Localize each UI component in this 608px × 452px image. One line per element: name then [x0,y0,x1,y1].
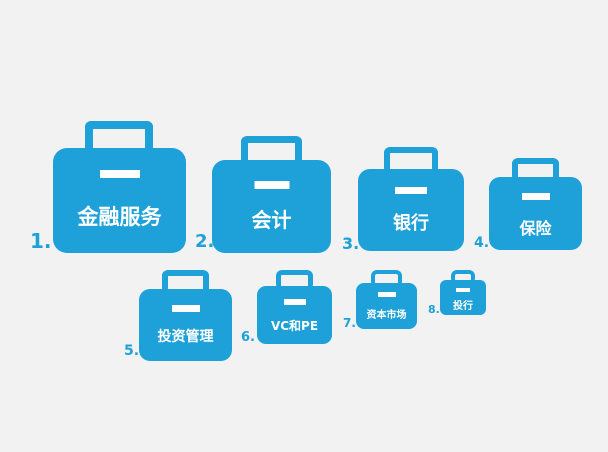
item-label: 保险 [519,219,552,238]
item-label: 资本市场 [366,310,407,321]
briefcase-clasp [254,181,289,189]
briefcase-body [212,160,331,253]
briefcase-icon-4: 保险 [489,158,582,250]
item-number: 3. [342,234,360,253]
briefcase-icon-3: 银行 [358,147,464,251]
briefcase-handle [451,270,475,284]
briefcase-icon-1: 金融服务 [53,121,186,253]
item-label: 金融服务 [77,205,162,229]
item-label: 会计 [251,208,292,232]
briefcase-handle [85,121,153,153]
item-number: 4. [474,235,490,251]
briefcase-clasp [99,170,140,178]
item-number: 6. [241,330,255,345]
item-number: 5. [124,343,140,359]
item-label: 投资管理 [157,329,214,345]
item-label: VC和PE [270,319,319,333]
briefcase-body [53,148,186,253]
item-number: 8. [428,303,440,316]
briefcase-body [257,286,332,344]
briefcase-icon-8: 投行 [440,270,486,315]
briefcase-body [358,169,464,251]
briefcase-handle [384,147,438,174]
briefcase-icon-6: VC和PE [257,270,332,344]
item-label: 投行 [453,301,473,312]
item-label: 银行 [393,213,429,234]
item-number: 2. [195,231,215,252]
briefcase-icon-2: 会计 [212,136,331,253]
briefcase-handle [162,270,209,294]
briefcase-body [440,280,486,315]
briefcase-icon-5: 投资管理 [139,270,232,361]
briefcase-clasp [377,292,396,297]
briefcase-body [139,289,232,361]
briefcase-clasp [171,305,200,312]
briefcase-handle [371,270,402,287]
briefcase-icon-7: 资本市场 [356,270,417,329]
item-number: 1. [30,229,52,253]
briefcase-body [356,283,417,329]
item-number: 7. [343,316,356,330]
briefcase-clasp [283,299,306,305]
briefcase-clasp [456,288,470,292]
briefcase-clasp [521,193,550,200]
briefcase-clasp [395,187,427,194]
briefcase-handle [241,136,302,166]
briefcase-handle [512,158,559,182]
briefcase-body [489,177,582,250]
briefcase-handle [276,270,313,290]
